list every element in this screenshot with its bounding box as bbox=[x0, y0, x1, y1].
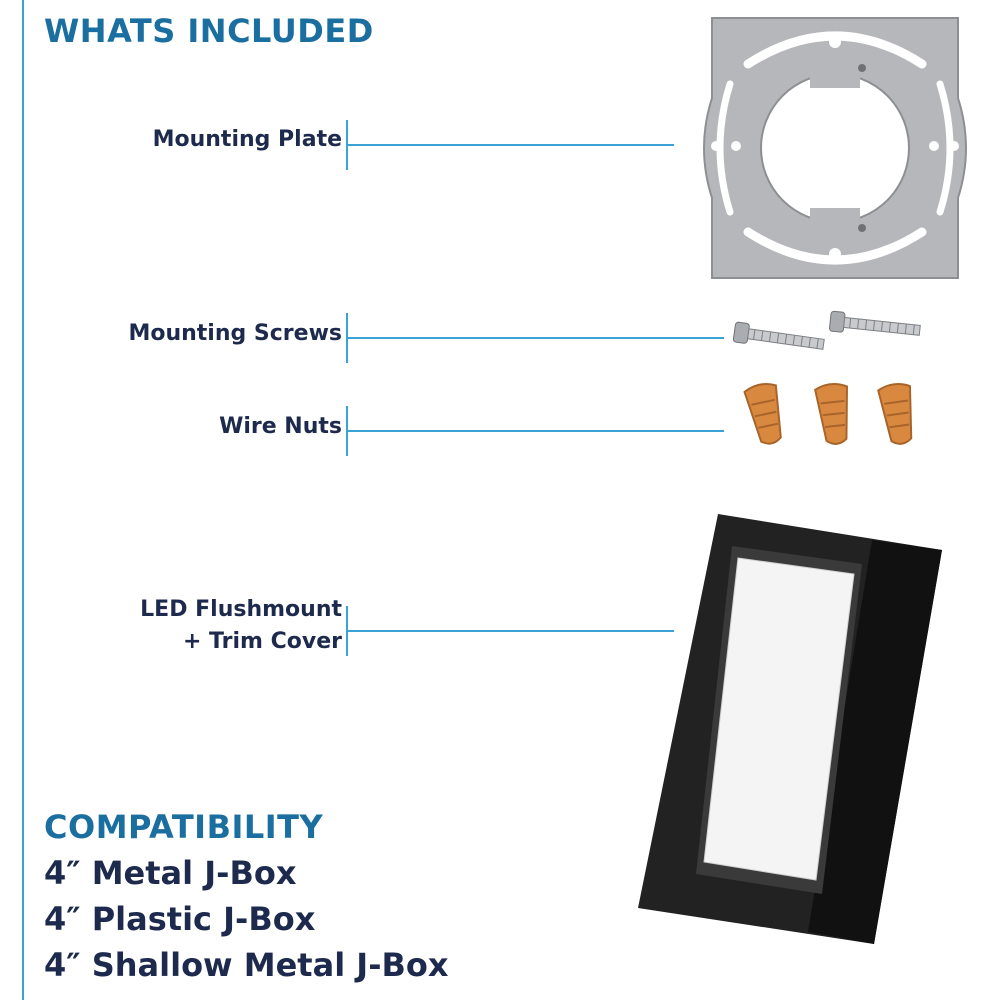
screws-icon bbox=[732, 310, 921, 350]
label-led-flushmount: LED Flushmount + Trim Cover bbox=[140, 594, 342, 658]
mounting-plate-icon bbox=[703, 17, 967, 279]
callout-line-led-flushmount bbox=[348, 630, 674, 632]
label-wire-nuts: Wire Nuts bbox=[219, 414, 342, 439]
callout-tick-wire-nuts bbox=[346, 406, 348, 456]
compat-item-shallow-metal: 4″ Shallow Metal J-Box bbox=[44, 946, 449, 984]
callout-tick-led-flushmount bbox=[346, 606, 348, 656]
flushmount-icon bbox=[638, 514, 942, 944]
label-mounting-plate: Mounting Plate bbox=[152, 127, 342, 152]
callout-tick-mounting-screws bbox=[346, 313, 348, 363]
callout-tick-mounting-plate bbox=[346, 120, 348, 170]
callout-line-mounting-plate bbox=[348, 144, 674, 146]
callout-line-mounting-screws bbox=[348, 337, 724, 339]
compat-item-metal: 4″ Metal J-Box bbox=[44, 854, 297, 892]
left-accent-rule bbox=[22, 0, 24, 1000]
compat-item-plastic: 4″ Plastic J-Box bbox=[44, 900, 316, 938]
whats-included-heading: WHATS INCLUDED bbox=[44, 12, 374, 50]
compatibility-section: COMPATIBILITY 4″ Metal J-Box 4″ Plastic … bbox=[44, 808, 449, 988]
label-led-flushmount-line2: + Trim Cover bbox=[182, 629, 342, 654]
callout-line-wire-nuts bbox=[348, 430, 724, 432]
wire-nuts-icon bbox=[743, 383, 913, 445]
label-led-flushmount-line1: LED Flushmount bbox=[140, 597, 342, 622]
label-mounting-screws: Mounting Screws bbox=[128, 321, 342, 346]
compatibility-heading: COMPATIBILITY bbox=[44, 808, 324, 846]
